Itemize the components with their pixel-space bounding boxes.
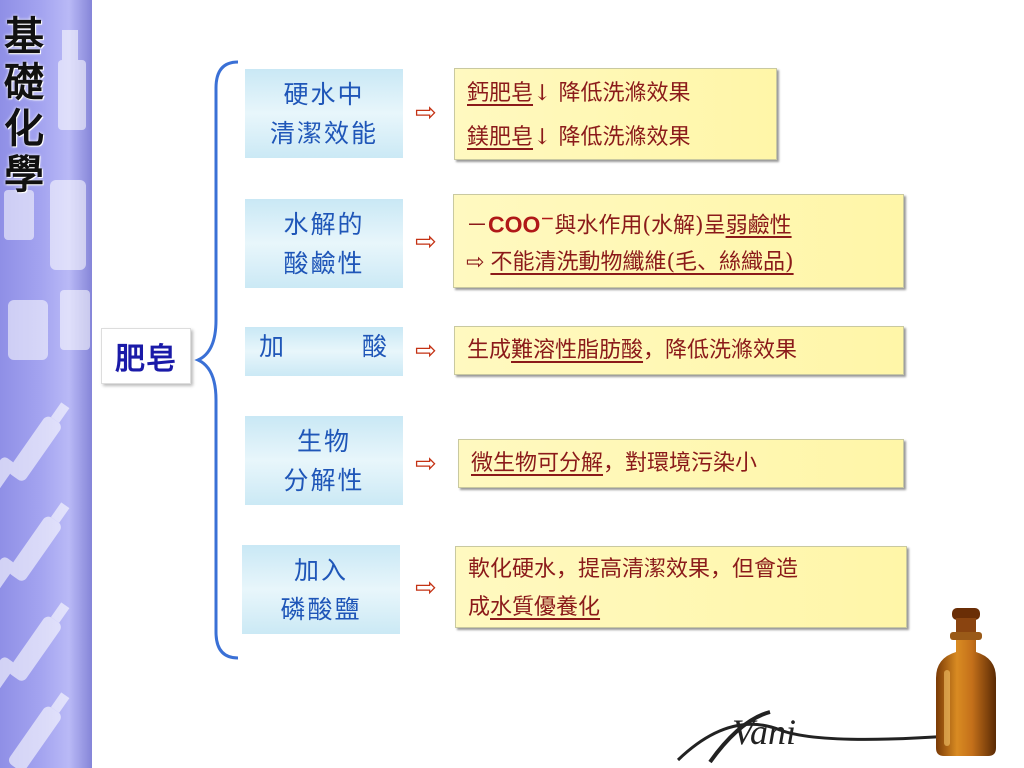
brace-icon — [194, 60, 239, 660]
desc-biodegradability: 微生物可分解，對環境污染小 — [458, 439, 904, 488]
desc-line: 鈣肥皂↓ 降低洗滌效果 — [467, 72, 764, 116]
topic-add-acid: 加 酸 — [245, 327, 403, 376]
topic-line: 磷酸鹽 — [280, 594, 362, 624]
right-arrow-icon: ⇨ — [415, 98, 437, 128]
desc-line: －COO－與水作用(水解)呈弱鹼性 — [466, 197, 891, 241]
hydrolysis-text: 與水作用(水解)呈 — [554, 213, 726, 239]
main-concept-label: 肥皂 — [115, 342, 177, 377]
animal-fiber-text: 不能清洗動物纖維(毛、絲織品) — [490, 250, 794, 275]
effect-text: ↓ 降低洗滌效果 — [533, 81, 691, 106]
topic-hydrolysis: 水解的 酸鹼性 — [245, 199, 403, 288]
right-arrow-icon: ⇨ — [415, 227, 437, 257]
topic-line: 硬水中 — [283, 79, 365, 109]
weak-base-text: 弱鹼性 — [725, 213, 792, 239]
topic-line: 酸鹼性 — [283, 248, 365, 278]
right-arrow-icon: ⇨ — [415, 449, 437, 479]
desc-add-acid: 生成難溶性脂肪酸，降低洗滌效果 — [454, 326, 904, 375]
title-char: 化 — [4, 106, 44, 152]
topic-hard-water: 硬水中 清潔效能 — [245, 69, 403, 158]
desc-hydrolysis: －COO－與水作用(水解)呈弱鹼性 ⇨不能清洗動物纖維(毛、絲織品) — [453, 194, 904, 288]
title-char: 礎 — [4, 60, 44, 106]
amber-bottle-icon — [936, 608, 996, 756]
topic-line: 水解的 — [283, 209, 365, 239]
logo-text: Vani — [732, 712, 796, 752]
desc-phosphate: 軟化硬水，提高清潔效果，但會造 成水質優養化 — [455, 546, 907, 628]
right-arrow-icon: ⇨ — [415, 336, 437, 366]
topic-phosphate: 加入 磷酸鹽 — [242, 545, 400, 634]
bottle-pattern-icon — [0, 30, 90, 768]
topic-line: 生物 — [296, 426, 351, 456]
topic-line: 分解性 — [283, 465, 365, 495]
fatty-acid-text: 難溶性脂肪酸 — [511, 338, 644, 363]
dash-text: － — [466, 213, 489, 239]
topic-char: 酸 — [361, 332, 389, 361]
right-arrow-icon: ⇨ — [415, 573, 437, 603]
desc-text: ，對環境污染小 — [603, 451, 758, 476]
eutrophication-text: 水質優養化 — [490, 595, 601, 620]
side-decoration-strip: 基 礎 化 學 — [0, 0, 92, 768]
microbe-text: 微生物可分解 — [471, 451, 604, 476]
magnesium-soap-text: 鎂肥皂 — [467, 125, 534, 150]
desc-line: ⇨不能清洗動物纖維(毛、絲織品) — [466, 241, 891, 285]
desc-line: 軟化硬水，提高清潔效果，但會造 — [468, 557, 799, 582]
title-char: 學 — [4, 152, 44, 198]
desc-line: 生成難溶性脂肪酸，降低洗滌效果 — [467, 329, 891, 373]
topic-biodegradability: 生物 分解性 — [245, 416, 403, 505]
topic-char: 加 — [259, 332, 287, 361]
effect-text: ↓ 降低洗滌效果 — [533, 125, 691, 150]
vani-logo-icon: Vani — [676, 710, 951, 764]
desc-text: 成 — [468, 595, 491, 620]
desc-text: ，降低洗滌效果 — [643, 338, 798, 363]
course-title: 基 礎 化 學 — [0, 14, 48, 198]
carboxylate-formula: COO — [488, 211, 541, 238]
desc-line: 微生物可分解，對環境污染小 — [471, 442, 891, 486]
small-arrow-icon: ⇨ — [466, 250, 485, 275]
main-concept-box: 肥皂 — [101, 328, 191, 384]
desc-line: 成水質優養化 — [468, 589, 894, 627]
charge-superscript: － — [540, 211, 555, 227]
desc-line: 鎂肥皂↓ 降低洗滌效果 — [467, 116, 764, 160]
calcium-soap-text: 鈣肥皂 — [467, 81, 534, 106]
title-char: 基 — [4, 14, 44, 60]
desc-text: 生成 — [467, 338, 512, 363]
topic-line: 清潔效能 — [269, 118, 378, 148]
topic-line: 加入 — [293, 555, 348, 585]
desc-hard-water: 鈣肥皂↓ 降低洗滌效果 鎂肥皂↓ 降低洗滌效果 — [454, 68, 777, 160]
